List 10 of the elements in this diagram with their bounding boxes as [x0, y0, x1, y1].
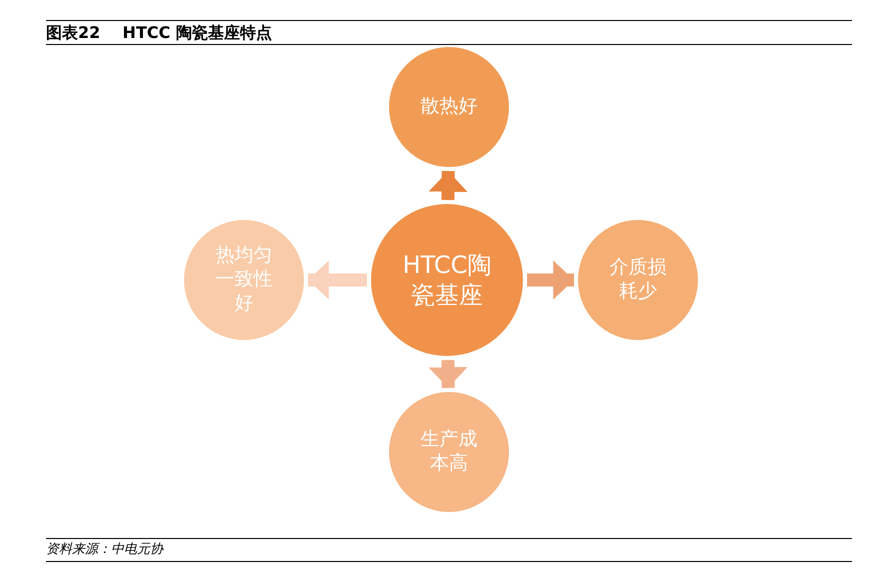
arrow	[428, 170, 468, 200]
figure-title: 图表22 HTCC 陶瓷基座特点	[46, 20, 852, 45]
node-label: HTCC陶瓷基座	[402, 250, 492, 310]
node-label: 热均匀一致性好	[214, 244, 274, 316]
node-label: 生产成本高	[420, 428, 478, 476]
arrow	[428, 360, 468, 388]
node-label: 散热好	[420, 95, 478, 119]
source-note: 资料来源：中电元协	[46, 538, 852, 562]
node-label: 介质损耗少	[608, 256, 668, 304]
arrow	[527, 260, 574, 300]
